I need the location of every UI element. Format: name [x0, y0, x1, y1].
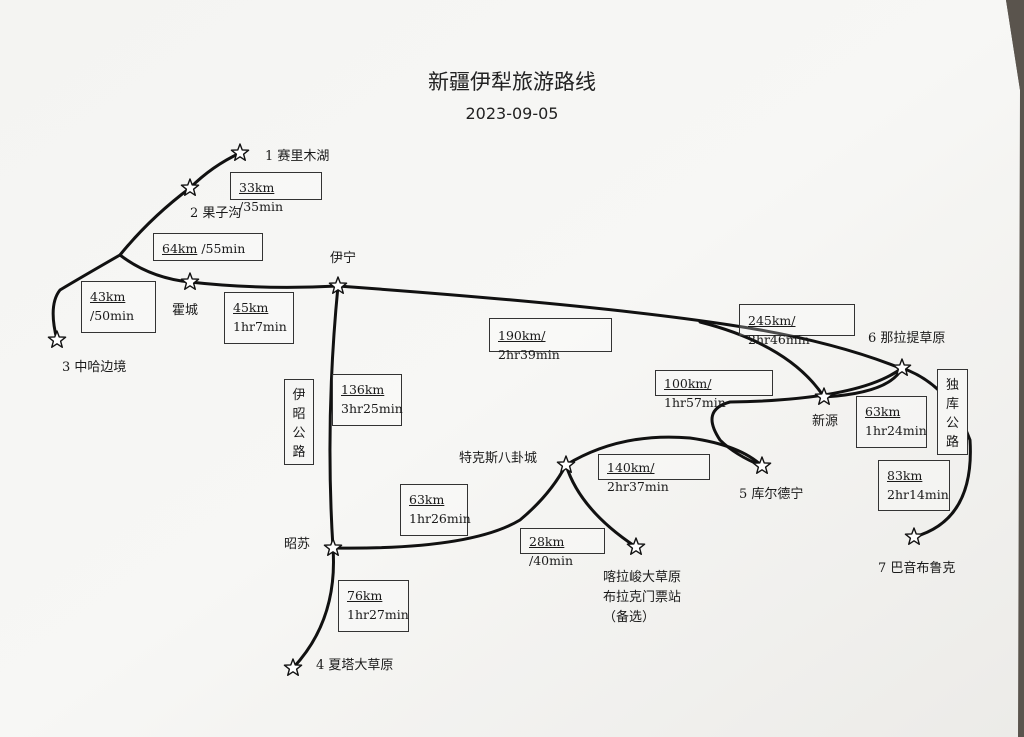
star-tekesi-icon	[556, 455, 576, 473]
label-kalajun-2: 布拉克门票站	[603, 590, 682, 605]
route-branch-xinyuan	[698, 320, 826, 399]
label-yining: 伊宁	[330, 251, 357, 266]
star-nalati-icon	[892, 358, 912, 376]
star-zhaosu-icon	[323, 538, 343, 556]
route-yining-nalati	[336, 284, 902, 370]
route-tekesi-kalajun	[564, 463, 638, 549]
label-nalati: 6 那拉提草原	[868, 331, 946, 346]
segment-box-5: 136km 3hr25min	[332, 374, 403, 426]
segment-box-13: 28km /40min	[520, 528, 605, 568]
segment-box-6: 190km/ 2hr39min	[489, 318, 612, 362]
segment-box-3: 43km /50min	[81, 281, 156, 333]
route-junction-border	[51, 253, 122, 342]
segment-box-10: 83km 2hr14min	[878, 460, 950, 511]
label-kalajun-1: 喀拉峻大草原	[603, 570, 682, 585]
star-kalajun-icon	[626, 537, 646, 555]
label-guozigou: 2 果子沟	[190, 206, 242, 221]
route-tekesi-kuerdening	[564, 435, 764, 468]
paper-edge-shadow	[1006, 0, 1024, 737]
label-sailimu: 1 赛里木湖	[265, 149, 330, 164]
segment-box-2: 64km /55min	[153, 233, 263, 261]
star-guozigou-icon	[180, 178, 200, 197]
star-bayinbuluke-icon	[904, 527, 924, 545]
label-zhaosu: 昭苏	[284, 537, 311, 552]
label-border: 3 中哈边境	[62, 360, 127, 375]
star-xinyuan-icon	[814, 387, 834, 405]
label-tekesi: 特克斯八卦城	[459, 451, 538, 466]
map-title: 新疆伊犁旅游路线	[428, 70, 596, 94]
label-kalajun-3: （备选）	[603, 610, 656, 625]
star-huocheng-icon	[180, 272, 200, 290]
label-bayinbuluke: 7 巴音布鲁克	[878, 561, 956, 576]
star-xiata-icon	[283, 658, 303, 676]
label-kuerdening: 5 库尔德宁	[739, 487, 804, 502]
star-sailimu-icon	[230, 143, 250, 162]
route-junction-guozigou	[118, 186, 192, 257]
segment-box-4: 45km 1hr7min	[224, 292, 294, 344]
star-kuerdening-icon	[752, 456, 772, 474]
road-label-yizhao: 伊 昭 公 路	[284, 379, 314, 465]
segment-box-8: 100km/ 1hr57min	[655, 370, 773, 410]
route-yining-zhaosu	[328, 284, 340, 550]
route-xinyuan-kuerdening	[710, 366, 904, 468]
road-label-duku: 独 库 公 路	[937, 369, 968, 455]
segment-box-1: 33km /35min	[230, 172, 322, 214]
star-border-icon	[47, 330, 67, 348]
label-huocheng: 霍城	[172, 303, 199, 318]
segment-box-11: 140km/ 2hr37min	[598, 454, 710, 494]
label-xinyuan: 新源	[812, 414, 839, 429]
segment-box-14: 76km 1hr27min	[338, 580, 409, 632]
star-yining-icon	[328, 276, 348, 294]
segment-box-7: 245km/ 2hr46min	[739, 304, 855, 347]
route-nalati-bayinbuluke	[900, 366, 972, 539]
label-xiata: 4 夏塔大草原	[316, 658, 394, 673]
route-zhaosu-tekesi	[331, 463, 568, 550]
segment-box-12: 63km 1hr26min	[400, 484, 471, 536]
route-zhaosu-xiata	[291, 546, 335, 670]
segment-box-9: 63km 1hr24min	[856, 396, 927, 448]
map-date: 2023-09-05	[465, 104, 559, 123]
route-huocheng-yining	[188, 280, 340, 289]
